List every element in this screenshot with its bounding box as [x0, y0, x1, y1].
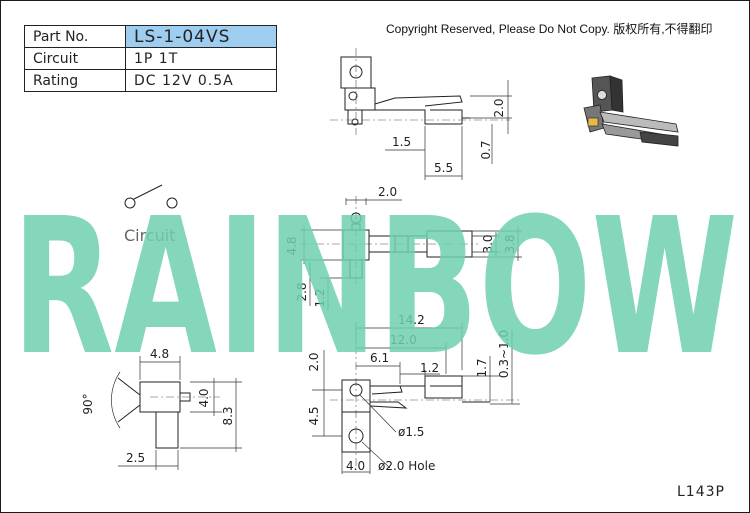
rainbow-watermark: RAINBOW [12, 178, 738, 397]
rating-value: DC 12V 0.5A [125, 69, 277, 92]
spec-row-circuit: Circuit 1P 1T [24, 47, 277, 70]
front-dim-2-0: 2.0 [307, 352, 321, 371]
left-dim-2-5: 2.5 [126, 451, 145, 465]
top-view-terminal-hole [351, 118, 359, 126]
front-view-body [341, 379, 371, 453]
circuit-value: 1P 1T [125, 47, 277, 70]
circuit-switch-arm [133, 184, 163, 200]
angle-arc [111, 371, 121, 429]
spec-row-part: Part No. LS-1-04VS [24, 25, 277, 48]
top-dim-0-7: 0.7 [479, 140, 493, 159]
spec-table: Part No. LS-1-04VS Circuit 1P 1T Rating … [24, 25, 277, 92]
front-large-hole [348, 428, 364, 444]
top-dim-2-0: 2.0 [492, 98, 506, 117]
front-hole-large-label: ø2.0 Hole [378, 459, 435, 473]
middle-terminal [349, 260, 363, 279]
top-view-body [344, 87, 376, 111]
top-view-terminal [347, 110, 363, 125]
top-view: 2.0 0.7 1.5 5.5 [330, 48, 512, 180]
part-no-value: LS-1-04VS [125, 25, 277, 48]
front-hole-small-label: ø1.5 [398, 425, 424, 439]
front-view: 14.2 12.0 6.1 1.2 1.7 0.3~1.0 2.0 4.5 [307, 313, 520, 474]
front-dim-4-5: 4.5 [307, 406, 321, 425]
front-dim-12-0: 12.0 [390, 333, 417, 347]
front-dim-4-0: 4.0 [346, 459, 365, 473]
front-dim-14-2: 14.2 [398, 313, 425, 327]
rating-label: Rating [24, 69, 126, 92]
left-view: 90° 4.8 4.0 8.3 2.5 [81, 347, 242, 470]
middle-dim-4-8: 4.8 [285, 236, 299, 255]
front-view-lever [398, 375, 463, 399]
middle-view: 2.0 4.8 3.0 3.8 2.8 1.2 [285, 185, 522, 310]
front-dim-6-1: 6.1 [370, 351, 389, 365]
top-view-rivet [348, 91, 358, 101]
top-dim-1-5: 1.5 [392, 135, 411, 149]
left-dim-4-0: 4.0 [197, 388, 211, 407]
circuit-symbol: Circuit [124, 184, 178, 245]
copyright-notice: Copyright Reserved, Please Do Not Copy. … [386, 22, 713, 36]
front-view-spring [369, 385, 408, 409]
middle-dim-2-0: 2.0 [378, 185, 397, 199]
front-dim-1-7: 1.7 [475, 358, 489, 377]
top-view-lever [374, 95, 470, 125]
spec-row-rating: Rating DC 12V 0.5A [24, 69, 277, 92]
circuit-contact-left [124, 197, 136, 209]
middle-dim-3-8: 3.8 [503, 234, 517, 253]
left-dim-angle: 90° [81, 393, 95, 414]
middle-actuator [426, 230, 473, 258]
left-dim-4-8: 4.8 [150, 347, 169, 361]
front-dim-1-2: 1.2 [420, 361, 439, 375]
product-illustration [583, 75, 679, 147]
middle-dim-2-8: 2.8 [295, 282, 309, 301]
front-small-hole [349, 383, 363, 397]
circuit-caption: Circuit [124, 226, 176, 245]
circuit-contact-right [166, 197, 178, 209]
drawing-code: L143P [677, 484, 725, 500]
left-dim-8-3: 8.3 [221, 406, 235, 425]
middle-hole [350, 212, 362, 224]
middle-dim-1-2: 1.2 [313, 288, 327, 307]
left-view-mount [155, 411, 179, 449]
top-dim-5-5: 5.5 [434, 161, 453, 175]
middle-dim-3-0: 3.0 [481, 234, 495, 253]
front-dim-0-3-1-0: 0.3~1.0 [497, 330, 511, 378]
